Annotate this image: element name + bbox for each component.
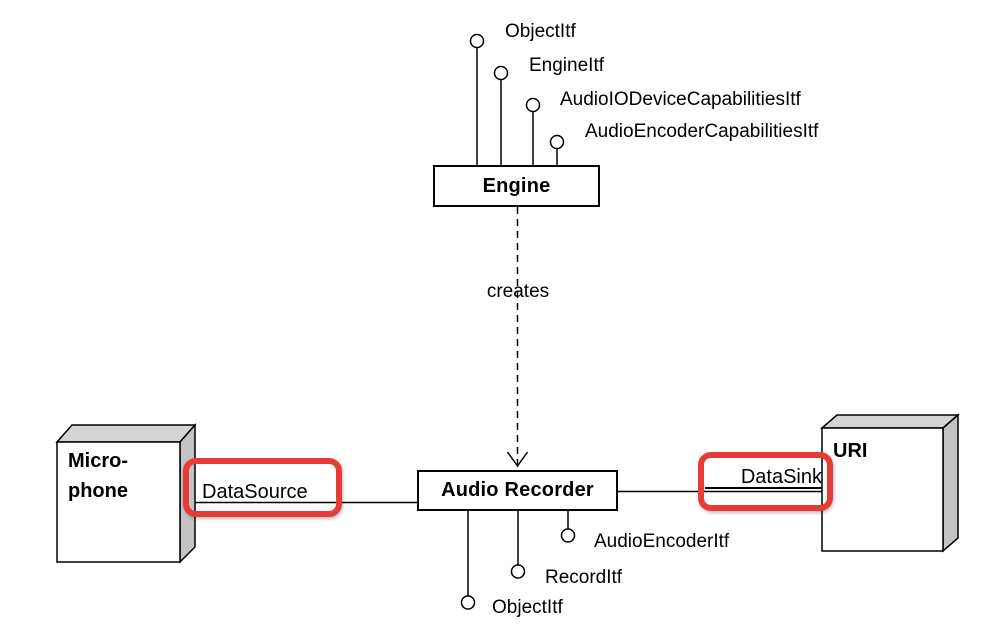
port-circle-engineitf (493, 65, 509, 81)
creates-arrow (506, 207, 529, 468)
datasource-label: DataSource (202, 481, 308, 503)
engine-interface-label-engineitf: EngineItf (529, 55, 604, 76)
port-circle-audioencodercapabilitiesitf (549, 134, 565, 150)
engine-interface-label-audioencodercapabilitiesitf: AudioEncoderCapabilitiesItf (585, 121, 819, 142)
recorder-interface-label-objectitf: ObjectItf (492, 597, 563, 618)
audio-recorder-box-title: Audio Recorder (441, 479, 594, 501)
uri-node (819, 413, 961, 553)
uri-front-face (821, 427, 944, 552)
port-circle-audioencoderitf (560, 528, 576, 543)
datasink-label: DataSink (705, 466, 822, 489)
datasource-highlight-box (183, 458, 342, 517)
microphone-title: Micro- phone (68, 446, 128, 506)
recorder-interface-label-recorditf: RecordItf (545, 567, 623, 588)
uri-title: URI (833, 440, 868, 462)
port-circle-objectitf (469, 33, 485, 49)
engine-box: Engine (433, 165, 600, 207)
recorder-interface-label-audioencoderitf: AudioEncoderItf (594, 531, 730, 552)
uri-side-face (942, 413, 959, 553)
port-circle-audioiodevicecapabilitiesitf (525, 97, 541, 113)
port-circle-recorditf (510, 564, 526, 579)
engine-interface-label-objectitf: ObjectItf (505, 21, 576, 42)
engine-interface-label-audioiodevicecapabilitiesitf: AudioIODeviceCapabilitiesItf (560, 89, 801, 110)
datasink-highlight-box (698, 452, 833, 511)
microphone-title-line1: Micro- (68, 450, 128, 472)
engine-interface-ports (469, 33, 565, 166)
microphone-title-line2: phone (68, 480, 128, 502)
creates-label: creates (486, 281, 550, 302)
uri-top-face (819, 414, 961, 429)
engine-box-title: Engine (482, 174, 551, 197)
microphone-front-face (56, 441, 181, 563)
port-circle-recorder-objectitf (460, 595, 476, 610)
audio-recorder-box: Audio Recorder (417, 470, 618, 511)
microphone-node (55, 423, 197, 564)
microphone-top-face (55, 424, 197, 443)
creates-arrowhead (506, 451, 529, 468)
recorder-interface-ports (460, 510, 576, 610)
